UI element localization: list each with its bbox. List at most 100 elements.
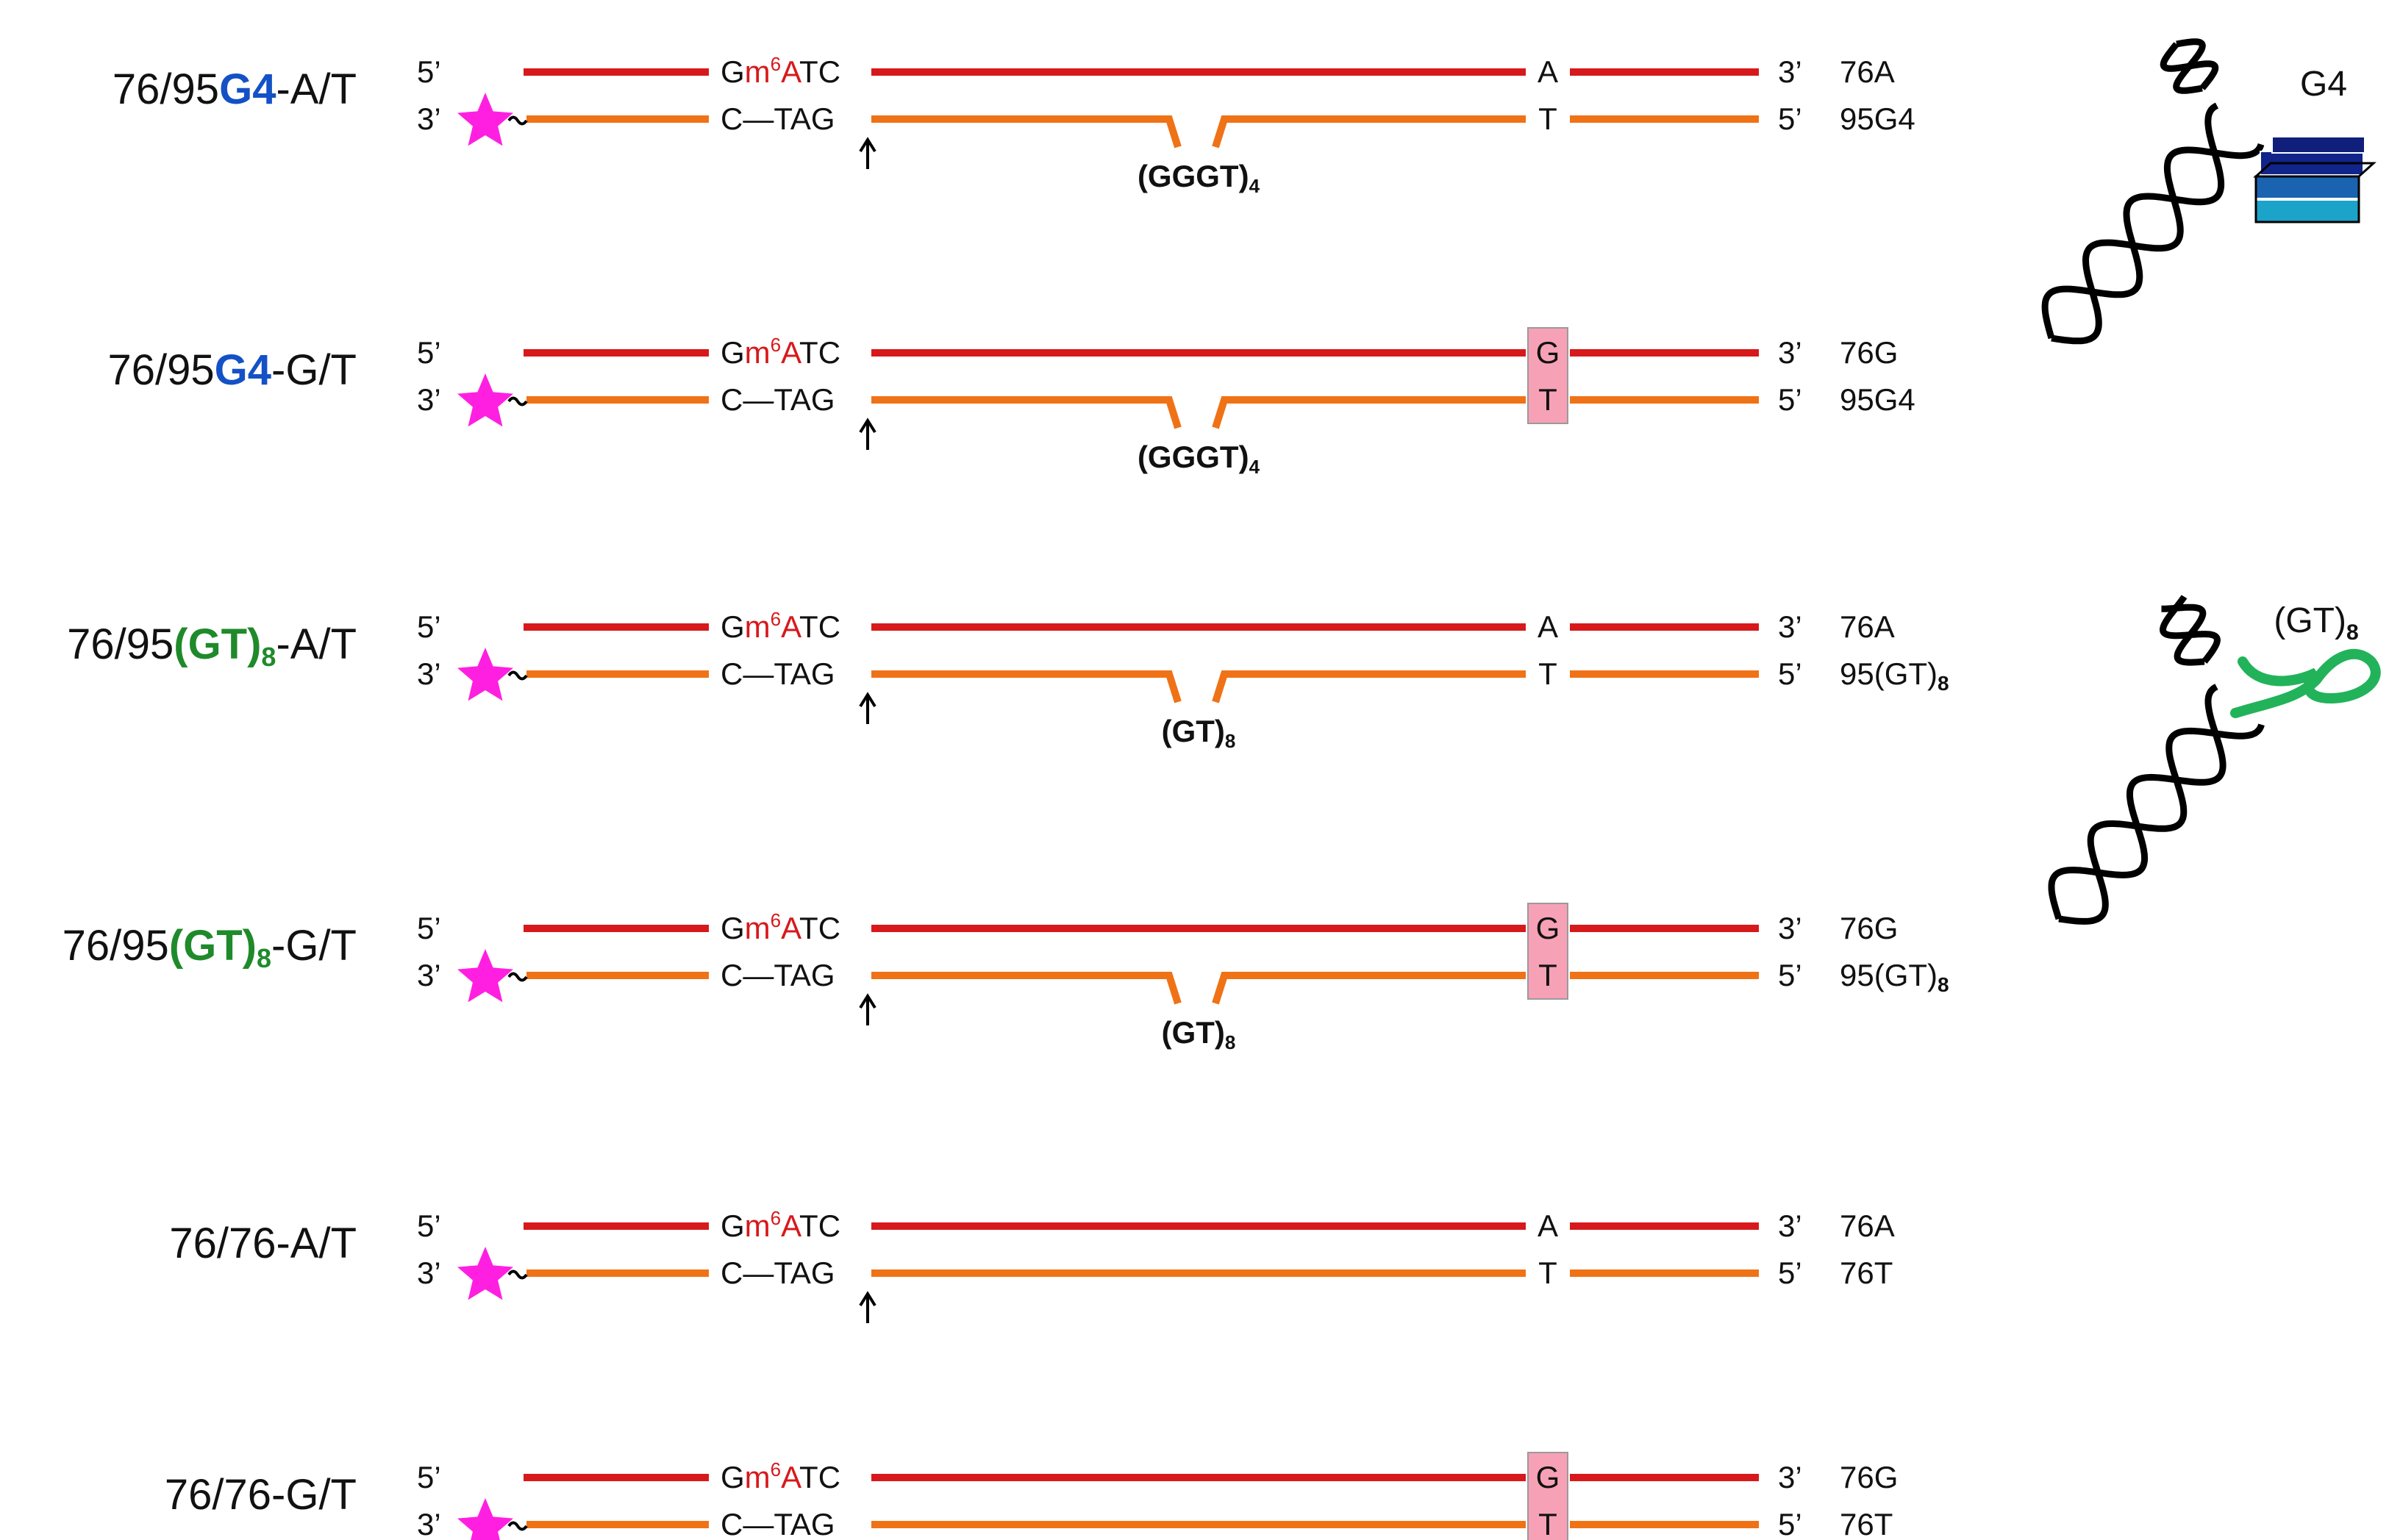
gatc-top-tc: TC — [799, 609, 840, 644]
top-strand-5-prime-label: 5’ — [417, 1208, 441, 1243]
nick-arrow-head — [859, 1291, 876, 1307]
gatc-top-g: G — [721, 335, 745, 370]
insert-label: (GGGT)4 — [1138, 440, 1260, 478]
substrate-name-prefix: 76/76-A/T — [169, 1220, 357, 1267]
gatc-top-methyl-m: m — [745, 335, 771, 370]
gatc-site-top: Gm6ATC — [721, 909, 840, 945]
top-strand-5-prime-label: 5’ — [417, 609, 441, 644]
bottom-strand-base: T — [1538, 382, 1557, 417]
mismatch-highlight-box — [1527, 903, 1568, 1000]
bottom-strand-3-prime-label: 3’ — [417, 958, 441, 992]
bottom-strand-3-prime-label: 3’ — [417, 382, 441, 417]
bottom-strand-loop-right — [1212, 670, 1526, 703]
gatc-top-g: G — [721, 1460, 745, 1494]
g4-helix-upper-strand-b — [2173, 38, 2206, 94]
fluorophore-linker — [507, 1521, 528, 1531]
g4-illustration: G4 — [2041, 38, 2376, 345]
gatc-top-methylated-a: A — [781, 609, 801, 644]
gt-helix-lower — [2048, 684, 2265, 925]
nick-arrow-head — [859, 418, 876, 434]
gatc-top-methyl-m: m — [745, 609, 771, 644]
substrate-name: 76/95G4-A/T — [113, 65, 357, 113]
substrate-name: 76/95G4-G/T — [107, 346, 357, 394]
g4-quartet-layer — [2255, 176, 2360, 199]
top-oligo-name: 76A — [1840, 54, 1895, 89]
bottom-strand-loop-left — [871, 972, 1182, 1005]
bottom-oligo-name: 95(GT)8 — [1840, 958, 1949, 996]
bottom-strand-loop-right — [1212, 115, 1526, 148]
top-strand-base: A — [1538, 609, 1558, 644]
bottom-strand-base: T — [1538, 1256, 1557, 1290]
bottom-strand-loop-right — [1212, 972, 1526, 1005]
bottom-oligo-name-main: 95G4 — [1840, 101, 1915, 136]
gatc-site-top: Gm6ATC — [721, 1207, 840, 1243]
insert-label-main: (GT) — [1162, 1015, 1225, 1050]
bottom-strand-base: T — [1538, 1507, 1557, 1540]
substrate-name: 76/95(GT)8-A/T — [67, 620, 357, 672]
substrate-name-insert: G4 — [219, 65, 276, 113]
gatc-site-bottom: C—TAG — [721, 958, 835, 992]
gatc-top-g: G — [721, 1208, 745, 1243]
gatc-top-tc: TC — [799, 335, 840, 370]
g4-label: G4 — [2300, 65, 2347, 104]
gt-illustration: (GT)8 — [2048, 595, 2381, 925]
nick-arrow-head — [859, 993, 876, 1009]
top-strand-base: G — [1536, 335, 1560, 370]
top-oligo-name: 76G — [1840, 335, 1898, 370]
top-strand-5-prime-label: 5’ — [417, 335, 441, 370]
insert-label-sub: 4 — [1249, 175, 1260, 197]
fluorophore-star — [457, 1498, 513, 1540]
substrate-name-prefix: 76/95 — [113, 65, 219, 113]
fluorophore-linker — [507, 972, 528, 982]
gt-helix-upper-strand-b — [2161, 604, 2207, 666]
gatc-site-bottom: C—TAG — [721, 1507, 835, 1540]
gatc-site-bottom: C—TAG — [721, 101, 835, 136]
gatc-top-methyl-m: m — [745, 54, 771, 89]
bottom-oligo-name-main: 76T — [1840, 1256, 1893, 1290]
gatc-top-methyl-superscript: 6 — [771, 53, 781, 75]
substrate-name-prefix: 76/95 — [67, 620, 174, 668]
gatc-top-methylated-a: A — [781, 1208, 801, 1243]
top-strand-3-prime-label: 3’ — [1778, 335, 1802, 370]
gt-helix-lower-strand-a — [2058, 723, 2265, 925]
gatc-site-top: Gm6ATC — [721, 334, 840, 370]
top-strand-base: G — [1536, 1460, 1560, 1494]
bottom-strand-5-prime-label: 5’ — [1778, 101, 1802, 136]
g4-helix-lower-strand-a — [2051, 143, 2265, 345]
bottom-oligo-name: 76T — [1840, 1507, 1893, 1540]
substrate-name-insert-sub: 8 — [257, 943, 271, 973]
insert-label-sub: 4 — [1249, 456, 1260, 478]
bottom-strand-loop-left — [871, 115, 1182, 148]
fluorophore-linker — [507, 670, 528, 681]
insert-label: (GT)8 — [1162, 714, 1236, 752]
substrate-name-insert-sub: 8 — [261, 642, 276, 672]
top-strand-3-prime-label: 3’ — [1778, 1208, 1802, 1243]
bottom-oligo-name-sub: 8 — [1938, 672, 1949, 695]
gatc-top-g: G — [721, 54, 745, 89]
top-strand-3-prime-label: 3’ — [1778, 1460, 1802, 1494]
gatc-site-bottom: C—TAG — [721, 1256, 835, 1290]
gt-helix-lower-strand-b — [2048, 684, 2226, 920]
mismatch-highlight-box — [1527, 327, 1568, 424]
gatc-top-tc: TC — [799, 1460, 840, 1494]
gatc-top-tc: TC — [799, 911, 840, 945]
insert-label-main: (GGGT) — [1138, 440, 1249, 474]
top-strand-base: A — [1538, 1208, 1558, 1243]
g4-quartet-layer — [2255, 199, 2360, 223]
gatc-top-methylated-a: A — [781, 911, 801, 945]
bottom-strand-5-prime-label: 5’ — [1778, 958, 1802, 992]
bottom-oligo-name-main: 95G4 — [1840, 382, 1915, 417]
bottom-oligo-name-main: 95(GT) — [1840, 656, 1938, 691]
insert-label: (GGGT)4 — [1138, 159, 1260, 197]
top-strand-3-prime-label: 3’ — [1778, 609, 1802, 644]
top-strand-base: G — [1536, 911, 1560, 945]
top-oligo-name: 76G — [1840, 911, 1898, 945]
mismatch-highlight-box — [1527, 1452, 1568, 1540]
substrate-name-suffix: -G/T — [271, 346, 357, 394]
substrate-name: 76/95(GT)8-G/T — [63, 922, 357, 973]
